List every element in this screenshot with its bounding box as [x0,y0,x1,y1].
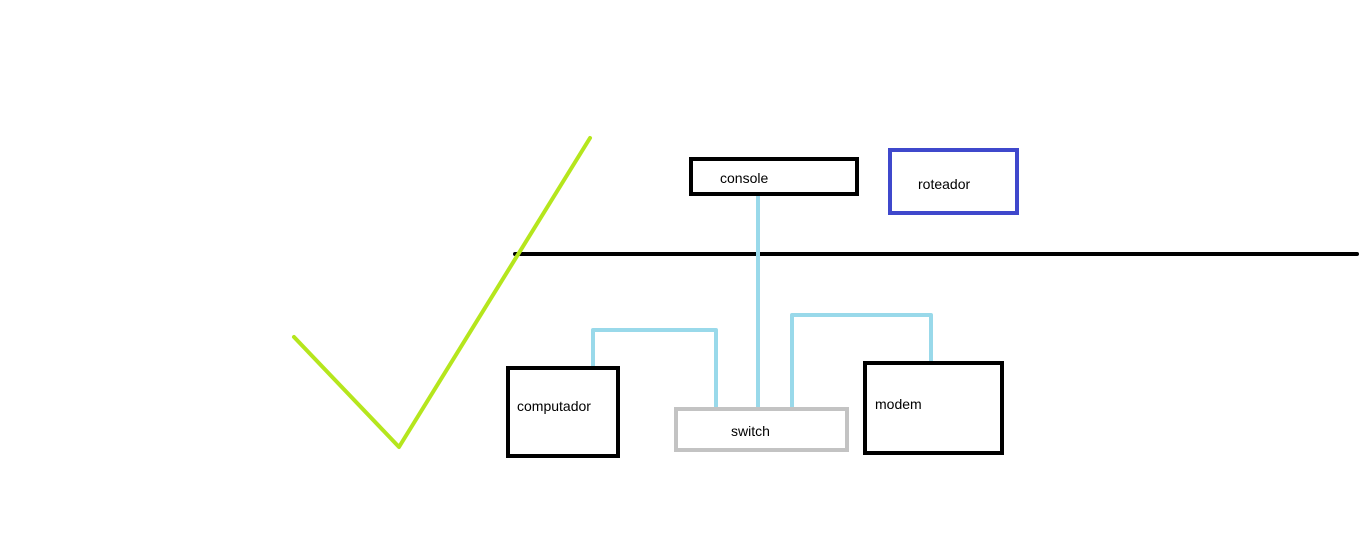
computer-label: computador [517,398,591,414]
router-node: roteador [888,148,1019,215]
console-node: console [689,157,859,196]
computer-node: computador [506,366,620,458]
router-label: roteador [918,176,971,192]
modem-node: modem [863,361,1004,455]
modem-label: modem [875,396,922,412]
connection-computer-switch [591,328,718,409]
switch-label: switch [731,423,770,439]
switch-node: switch [674,407,849,452]
console-label: console [720,170,769,186]
connection-switch-modem [790,313,933,409]
checkmark-icon [292,136,592,449]
connections [591,194,933,409]
